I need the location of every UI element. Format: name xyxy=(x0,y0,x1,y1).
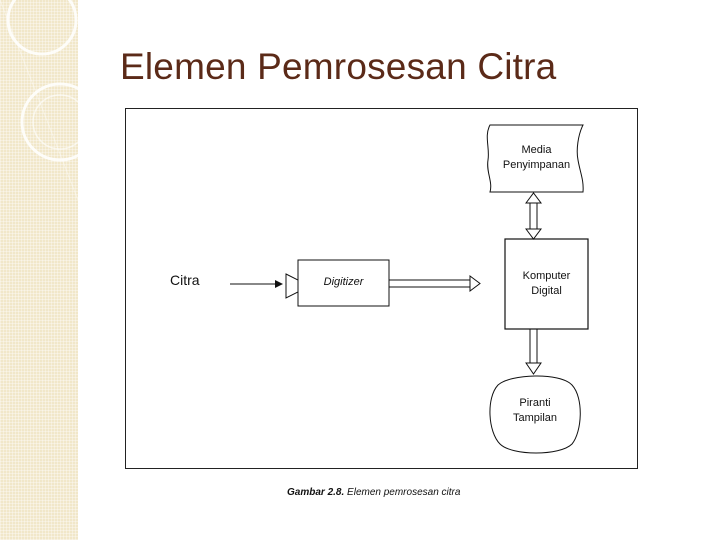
storage-computer-arrow xyxy=(525,192,542,240)
decorative-circles xyxy=(0,0,100,200)
storage-label-line2: Penyimpanan xyxy=(502,159,571,171)
storage-shape xyxy=(486,124,584,193)
computer-label-line1: Komputer xyxy=(522,270,571,282)
computer-to-display-arrow xyxy=(525,329,542,375)
digitizer-to-computer-arrow xyxy=(389,275,481,292)
slide-title: Elemen Pemrosesan Citra xyxy=(120,46,557,87)
display-shape xyxy=(489,375,581,454)
digitizer-box xyxy=(297,259,390,307)
figure-caption-text: Elemen pemrosesan citra xyxy=(347,487,461,498)
figure-caption: Gambar 2.8. Elemen pemrosesan citra xyxy=(287,487,460,498)
computer-label: Komputer Digital xyxy=(505,269,588,299)
figure-caption-prefix: Gambar 2.8. xyxy=(287,487,345,498)
digitizer-lens-icon xyxy=(285,273,299,299)
display-label-line2: Tampilan xyxy=(512,412,558,424)
display-label: Piranti Tampilan xyxy=(492,396,578,426)
storage-label-line1: Media xyxy=(521,144,552,156)
computer-label-line2: Digital xyxy=(531,285,562,297)
computer-box xyxy=(504,238,589,330)
display-label-line1: Piranti xyxy=(519,397,551,409)
input-arrow xyxy=(230,280,283,288)
digitizer-label: Digitizer xyxy=(323,276,364,288)
storage-label: Media Penyimpanan xyxy=(490,143,583,173)
input-label: Citra xyxy=(170,272,200,288)
